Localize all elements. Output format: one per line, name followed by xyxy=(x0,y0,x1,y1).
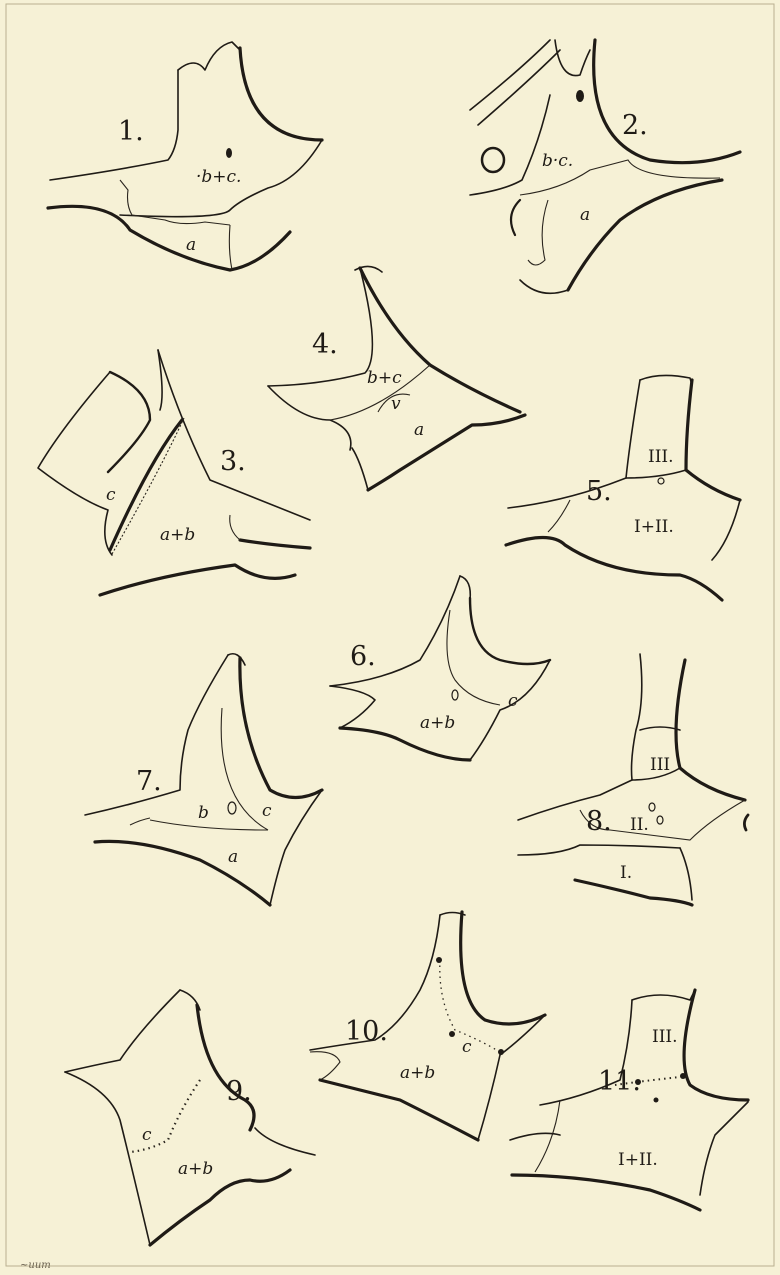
figure-6-label-ab: a+b xyxy=(420,713,455,733)
figure-7-label-b: b xyxy=(198,803,209,823)
figure-4: 4. b+c v a xyxy=(268,266,525,490)
figure-10: 10. c a+b xyxy=(310,912,545,1140)
figure-2: 2. b·c. a xyxy=(470,40,740,293)
figure-2-label-bc: b·c. xyxy=(542,151,573,171)
figure-7-number: 7. xyxy=(136,766,162,797)
figure-9-label-ab: a+b xyxy=(178,1159,213,1179)
figure-5-label-iii: III. xyxy=(648,447,674,467)
figure-4-number: 4. xyxy=(312,329,338,360)
figure-8-label-ii: II. xyxy=(630,815,649,835)
figure-9-label-c: c xyxy=(142,1125,152,1145)
figure-3-label-ab: a+b xyxy=(160,525,195,545)
figure-1-label-a: a xyxy=(186,235,196,255)
figure-8-label-i: I. xyxy=(620,863,632,883)
figure-10-number: 10. xyxy=(345,1016,388,1047)
figure-6: 6. c a+b xyxy=(330,576,550,760)
figure-11-label-i-ii: I+II. xyxy=(618,1150,658,1170)
figure-1: 1. ·b+c. a xyxy=(48,42,322,270)
figure-5-label-i-ii: I+II. xyxy=(634,517,674,537)
figure-6-number: 6. xyxy=(350,641,376,672)
figure-11: 11. III. I+II. xyxy=(510,990,748,1210)
figure-3-label-c: c xyxy=(106,485,116,505)
engraver-signature: ~uum xyxy=(20,1260,51,1271)
figure-5-number: 5. xyxy=(586,476,612,507)
figure-2-label-a: a xyxy=(580,205,590,225)
figure-4-label-a: a xyxy=(414,420,424,440)
figure-10-label-c: c xyxy=(462,1037,472,1057)
figure-7-label-a: a xyxy=(228,847,238,867)
figure-3-number: 3. xyxy=(220,446,246,477)
figure-1-number: 1. xyxy=(118,116,144,147)
figure-2-number: 2. xyxy=(622,110,648,141)
figure-4-label-v: v xyxy=(391,394,401,414)
figure-8: 8. III II. I. xyxy=(518,654,748,905)
figure-9-number: 9. xyxy=(226,1076,252,1107)
figure-8-label-iii: III xyxy=(650,755,670,775)
figure-10-label-ab: a+b xyxy=(400,1063,435,1083)
figure-8-number: 8. xyxy=(586,806,612,837)
figure-7: 7. b c a xyxy=(85,654,322,905)
figure-5: 5. III. I+II. xyxy=(506,375,740,600)
figure-9: 9. c a+b xyxy=(65,990,315,1245)
figure-7-label-c: c xyxy=(262,801,272,821)
figure-6-label-c: c xyxy=(508,691,518,711)
figure-4-label-bc: b+c xyxy=(367,368,402,388)
figure-11-number: 11. xyxy=(598,1066,641,1097)
figure-11-label-iii: III. xyxy=(652,1027,678,1047)
figure-1-label-bc: ·b+c. xyxy=(196,167,241,187)
